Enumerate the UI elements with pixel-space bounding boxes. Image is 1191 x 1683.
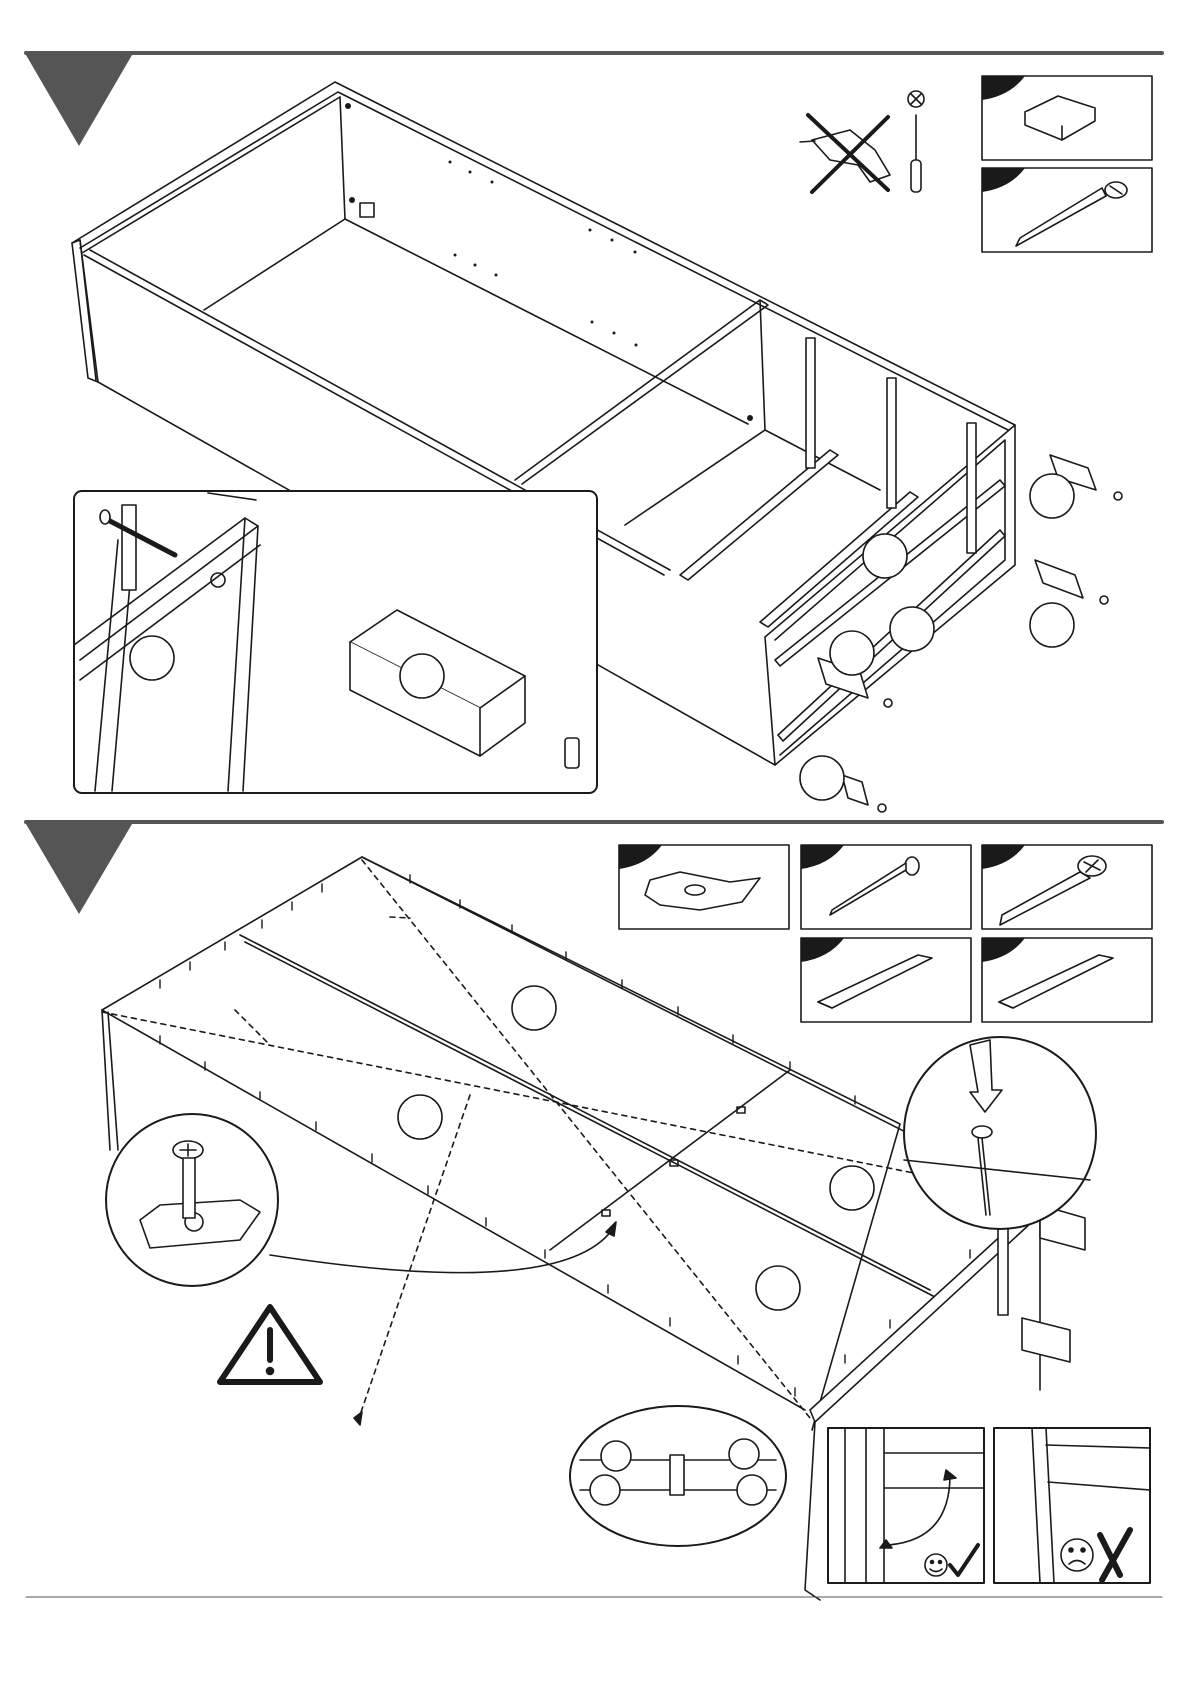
nail-detail-circle — [904, 1037, 1096, 1229]
correct-check-box — [828, 1428, 984, 1583]
joining-strip-part-box-1 — [801, 938, 971, 1022]
step-1-parts — [982, 76, 1152, 252]
power-drill-crossed-icon — [800, 115, 890, 192]
warning-triangle-icon — [220, 1307, 320, 1382]
joint-detail-ellipse — [570, 1406, 786, 1546]
nail-part-box — [801, 845, 971, 929]
phillips-screwdriver-icon — [908, 91, 924, 192]
step-2-triangle — [26, 824, 132, 914]
step-2-parts — [619, 845, 1152, 1022]
step-1-detail-inset — [74, 491, 597, 793]
cap-2 — [1030, 560, 1108, 647]
step-2 — [26, 822, 1162, 1600]
screw-part-box — [982, 168, 1152, 252]
step-1 — [26, 53, 1162, 812]
screw-part-box — [982, 845, 1152, 929]
leader-curve — [270, 1230, 612, 1273]
screw-detail-circle — [106, 1114, 278, 1286]
tool-hints — [800, 91, 924, 192]
square-cap-part-box — [982, 76, 1152, 160]
connector-plates — [602, 1107, 745, 1216]
connector-plate-part-box — [619, 845, 789, 929]
incorrect-check-box — [994, 1428, 1150, 1583]
step-1-triangle — [26, 55, 132, 146]
cap-1 — [1030, 455, 1122, 518]
joining-strip-part-box-2 — [982, 938, 1152, 1022]
cap-4 — [800, 756, 886, 812]
